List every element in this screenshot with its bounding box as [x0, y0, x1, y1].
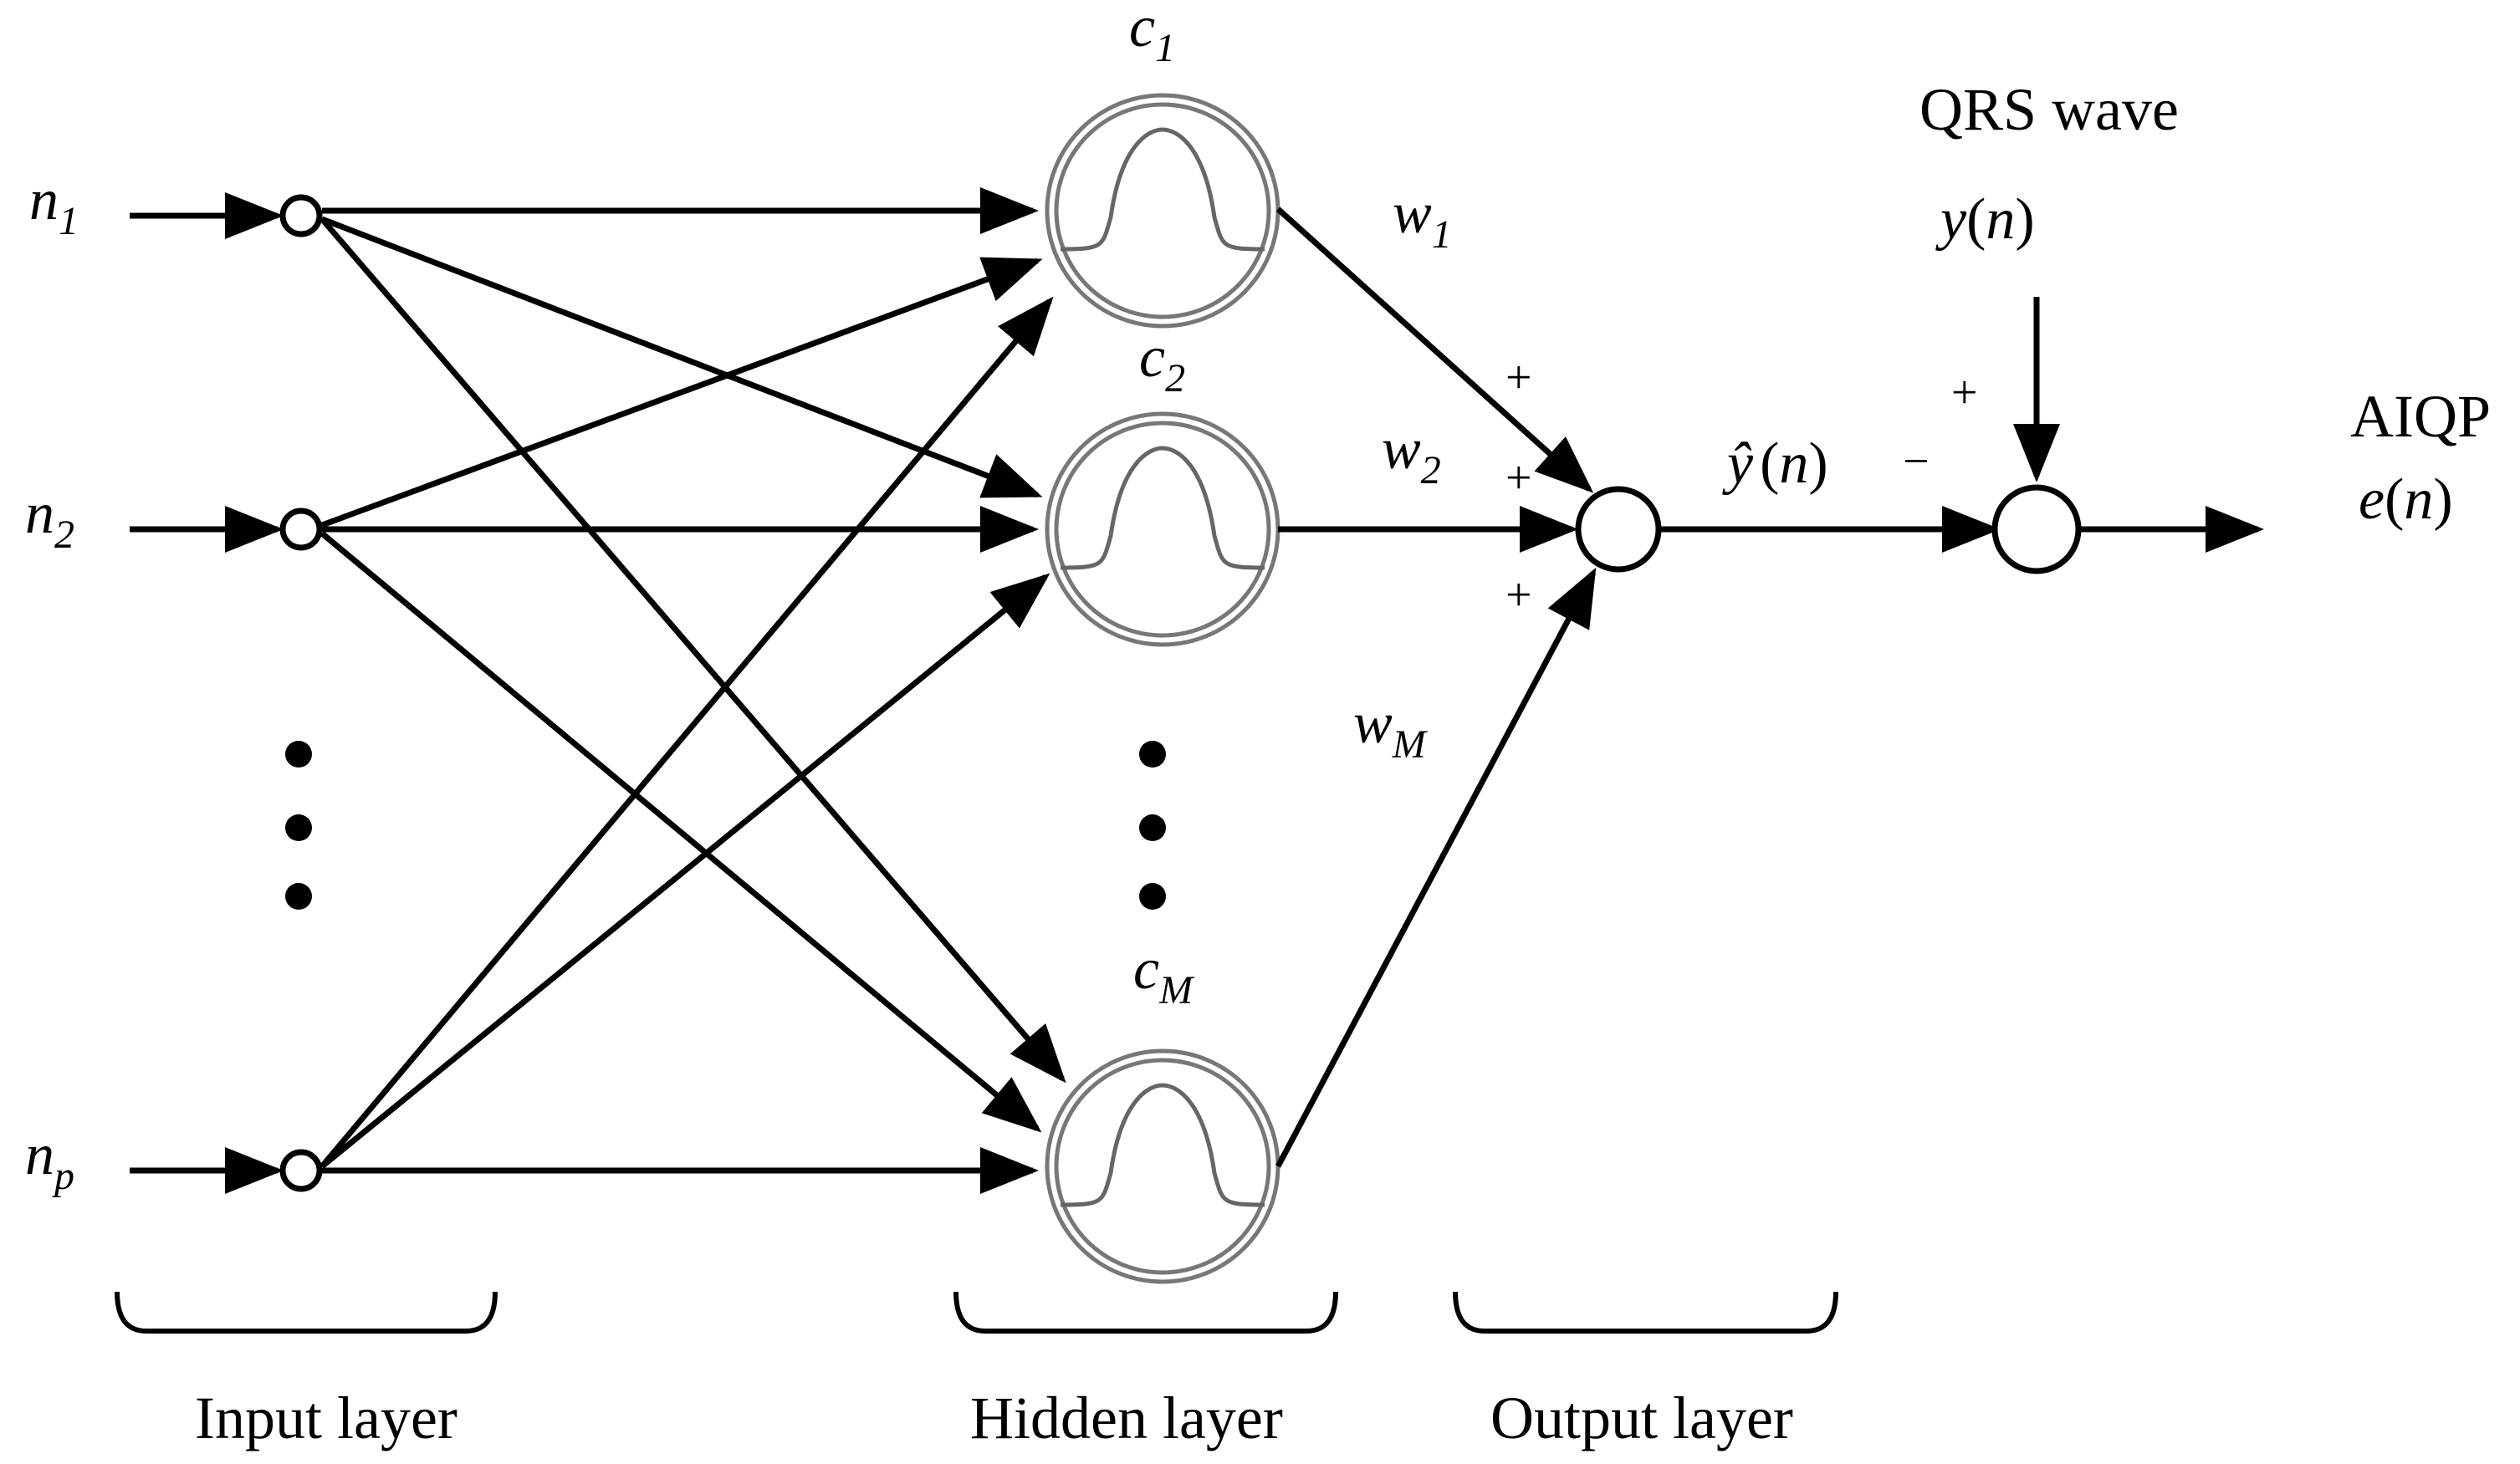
gaussian-icon	[1060, 127, 1265, 252]
edge-np-c2	[319, 573, 1050, 1169]
center-label-c2: c2	[1139, 325, 1185, 400]
comparator-minus-sign: −	[1903, 436, 1930, 487]
layer-braces	[115, 1291, 1838, 1334]
sum-sign-1: +	[1505, 352, 1532, 404]
sum-sign-3: +	[1505, 569, 1532, 621]
result-title: AIQP	[2350, 383, 2491, 450]
input-layer-label: Input layer	[195, 1385, 457, 1451]
edge-n1-c2	[320, 216, 1043, 498]
hidden-layer-label: Hidden layer	[970, 1385, 1283, 1451]
edge-c1-sum	[1275, 207, 1594, 493]
reference-title: QRS wave	[1919, 76, 2179, 143]
input-ellipsis	[285, 741, 312, 910]
center-label-c1: c1	[1129, 0, 1175, 70]
input-node-p	[279, 1149, 323, 1192]
ellipsis-dot	[1139, 741, 1166, 768]
edge-n2-c1	[320, 257, 1043, 528]
input-hidden-connections	[319, 187, 1066, 1194]
weight-label-w2: w2	[1382, 417, 1441, 492]
weight-label-w1: w1	[1393, 181, 1452, 257]
hidden-output-connections	[1275, 207, 1597, 1168]
weight-label-wM: wM	[1353, 691, 1429, 767]
edge-n1-cM	[319, 217, 1066, 1084]
comparator-plus-sign: +	[1951, 367, 1978, 419]
gaussian-icon	[1060, 1083, 1265, 1207]
input-label-n2: n2	[25, 482, 74, 557]
output-layer-brace	[1453, 1291, 1838, 1334]
center-label-cM: cM	[1133, 937, 1195, 1013]
gaussian-icon	[1060, 446, 1265, 570]
result-func: e(n)	[2359, 467, 2453, 532]
ellipsis-dot	[285, 883, 312, 910]
comparator-node	[1991, 484, 2082, 574]
edge-cM-sum	[1275, 567, 1597, 1168]
input-node-1	[279, 194, 323, 237]
ellipsis-dot	[285, 814, 312, 841]
hidden-ellipsis	[1139, 741, 1166, 910]
input-layer-brace	[115, 1291, 498, 1334]
rbf-neuron-2	[1045, 411, 1280, 647]
edge-np-c1	[319, 296, 1054, 1169]
reference-func: y(n)	[1935, 187, 2035, 252]
hidden-layer-brace	[953, 1291, 1338, 1334]
ellipsis-dot	[1139, 814, 1166, 841]
hidden-neurons	[1045, 93, 1280, 1284]
ellipsis-dot	[285, 741, 312, 768]
edge-n2-cM	[319, 531, 1042, 1133]
input-arrows	[130, 192, 284, 1194]
sum-sign-2: +	[1505, 452, 1532, 504]
input-nodes	[279, 194, 323, 1192]
input-node-2	[279, 508, 323, 551]
input-label-n1: n1	[29, 168, 79, 243]
input-label-np: np	[25, 1123, 74, 1198]
rbf-neuron-M	[1045, 1048, 1280, 1284]
output-sum-node	[1575, 486, 1662, 573]
estimate-label: ŷ(n)	[1722, 431, 1828, 496]
ellipsis-dot	[1139, 883, 1166, 910]
output-layer-label: Output layer	[1490, 1385, 1793, 1451]
rbf-neuron-1	[1045, 93, 1280, 329]
